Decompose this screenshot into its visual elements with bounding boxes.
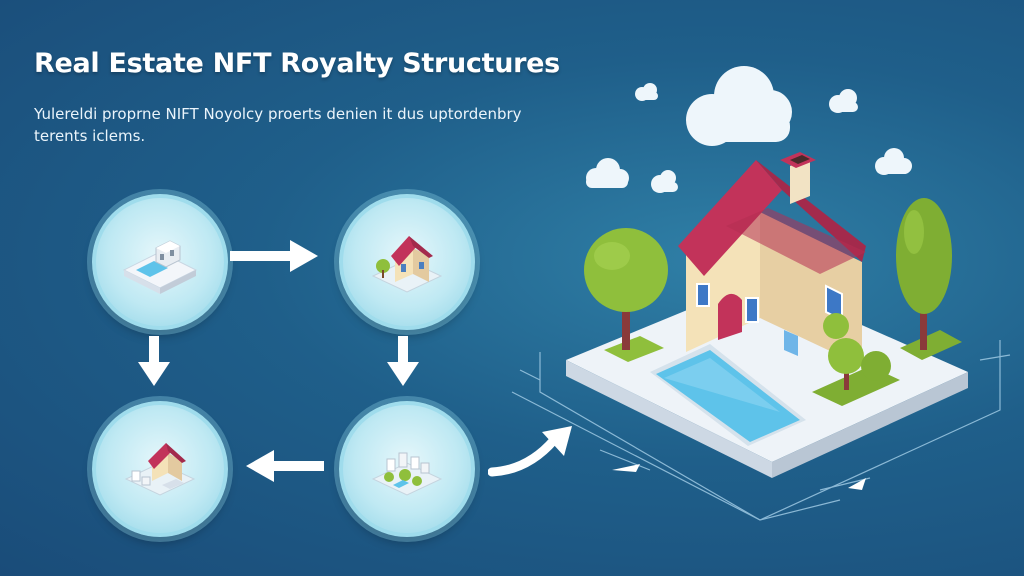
grass-patch [900,330,962,360]
flow-node-house-with-buildings [92,401,228,537]
flow-node-property-pool [92,194,228,330]
swimming-pool [650,344,806,446]
cloud-icon [829,89,858,113]
flow-arrow-curved-to-scene [488,426,572,477]
city-block-icon [371,452,443,496]
cloud-icon [635,83,658,101]
building-pool-icon [122,240,198,294]
cloud-icon [586,158,629,188]
flow-arrow-right [230,240,318,272]
flow-arrow-down-right [387,336,419,386]
cloud-icon [686,66,792,146]
page-subtitle: Yulereldi proprne NIFT Noyolcy proerts d… [34,105,522,145]
flow-arrow-down-left [138,336,170,386]
flow-node-house [339,194,475,330]
cloud-icon [651,170,678,193]
grass-patch [604,336,664,362]
house-icon [371,236,443,293]
page-title: Real Estate NFT Royalty Structures [34,48,560,79]
bush-icon [823,313,891,390]
flow-node-city-block [339,401,475,537]
tree-icon [896,198,952,350]
dimension-guides [511,340,1011,521]
tree-icon [584,228,668,350]
property-scene [511,66,1011,521]
house-buildings-icon [124,443,196,496]
cloud-icon [875,148,912,175]
property-platform [566,280,968,478]
guide-arrow-icon [848,478,866,490]
flow-arrow-left [246,450,324,482]
guide-arrow-icon [612,464,640,472]
